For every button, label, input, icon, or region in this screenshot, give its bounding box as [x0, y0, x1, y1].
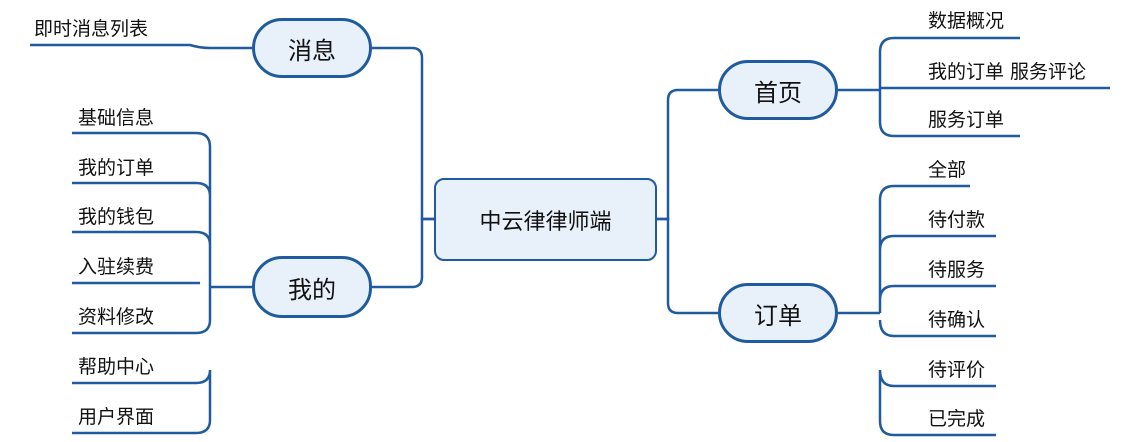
leaf-wode-1: 我的订单	[78, 157, 155, 179]
leaf-wode-6: 用户界面	[78, 406, 155, 428]
leaf-dingdan-5: 已完成	[928, 408, 986, 430]
connector-xiaoxi-leaf	[30, 43, 252, 50]
branch-dingdan-label: 订单	[754, 301, 802, 330]
branch-dingdan: 订单	[718, 283, 838, 343]
branch-wode-label: 我的	[288, 275, 336, 304]
leaf-wode-2: 我的钱包	[78, 206, 155, 228]
leaf-xiaoxi-0: 即时消息列表	[34, 18, 149, 40]
branch-shouye-label: 首页	[754, 78, 802, 107]
leaf-wode-4: 资料修改	[78, 306, 155, 328]
connector-root-xiaoxi	[372, 46, 434, 221]
leaf-shouye-2: 服务订单	[928, 109, 1005, 131]
leaf-dingdan-1: 待付款	[928, 209, 986, 231]
leaf-shouye-1: 我的订单 服务评论	[928, 61, 1087, 83]
leaf-wode-5: 帮助中心	[78, 356, 155, 378]
connector-root-dingdan	[657, 217, 718, 315]
leaf-wode-0: 基础信息	[78, 107, 155, 129]
root-label: 中云律律师端	[479, 209, 612, 235]
leaf-shouye-0: 数据概况	[928, 10, 1005, 32]
branch-wode: 我的	[252, 256, 372, 318]
connector-root-wode	[372, 217, 434, 289]
root-node: 中云律律师端	[434, 178, 657, 261]
leaf-dingdan-3: 待确认	[928, 309, 986, 331]
connector-root-shouye	[657, 88, 718, 221]
leaf-wode-3: 入驻续费	[78, 256, 155, 278]
connector-wode-leaves	[72, 131, 252, 435]
branch-xiaoxi-label: 消息	[288, 36, 336, 65]
connector-shouye-leaves	[838, 36, 1110, 138]
branch-xiaoxi: 消息	[252, 18, 372, 78]
leaf-dingdan-2: 待服务	[928, 259, 986, 281]
branch-shouye: 首页	[718, 60, 838, 120]
connector-dingdan-leaves	[838, 184, 996, 437]
leaf-dingdan-0: 全部	[928, 159, 967, 181]
leaf-dingdan-4: 待评价	[928, 359, 986, 381]
